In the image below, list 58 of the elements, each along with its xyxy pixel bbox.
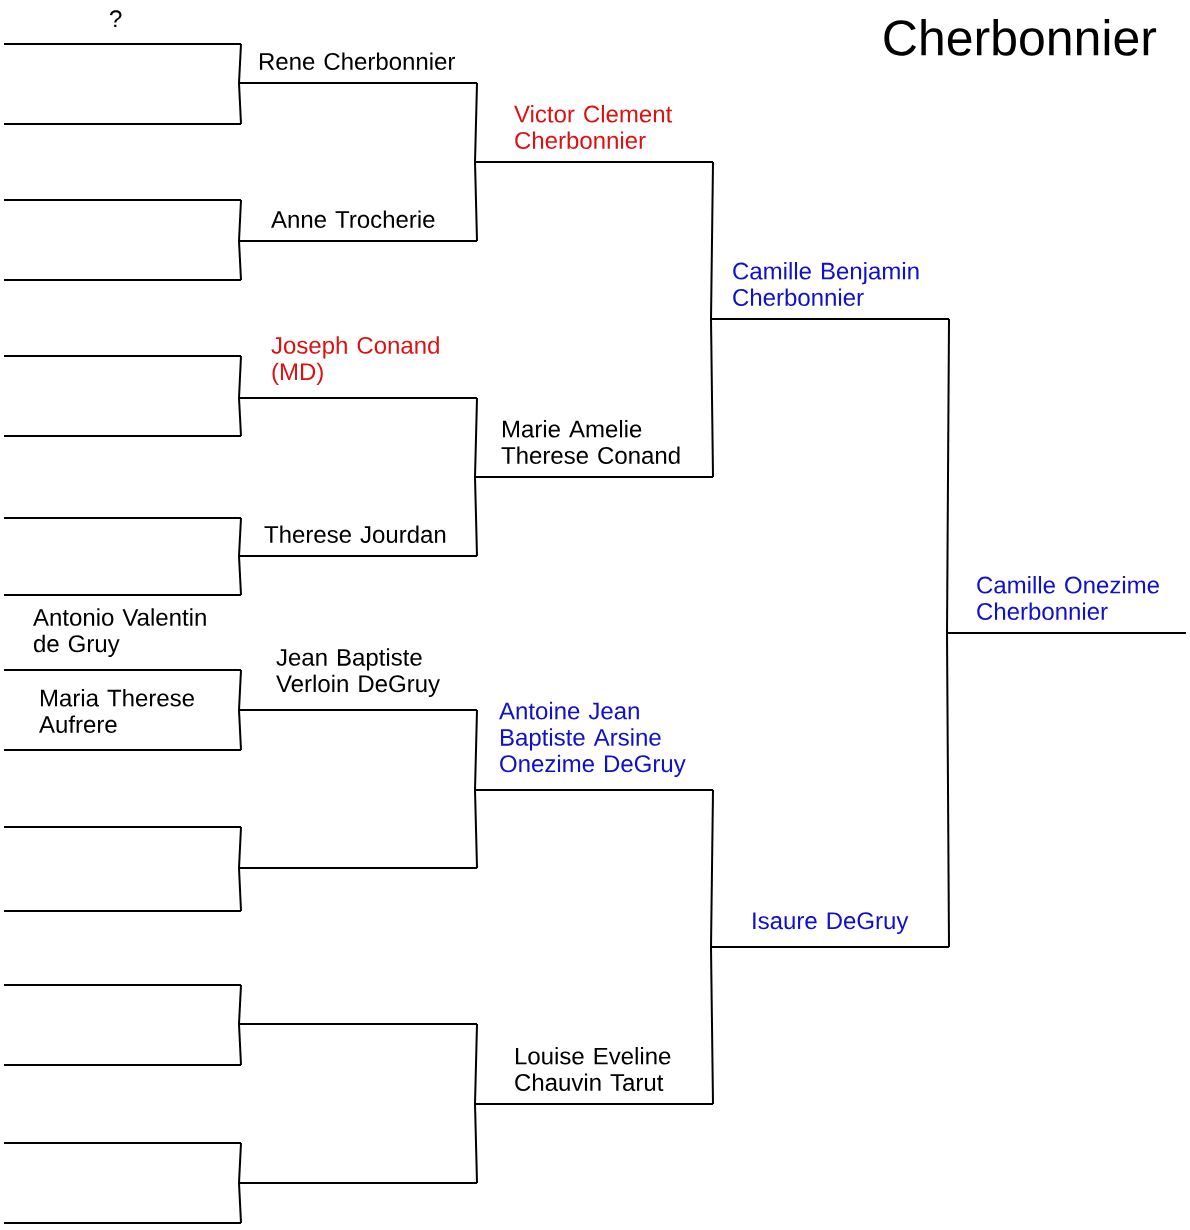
connector-line [474,1023,478,1105]
connector-line [474,82,478,163]
blank-line [3,1222,242,1224]
connector-line [238,517,242,557]
connector-line [710,946,714,1105]
name-line: Camille Onezime Cherbonnier [946,576,1187,634]
blank-line [3,199,242,201]
connector-line [238,984,242,1025]
name-line: Louise Eveline Chauvin Tarut [474,1047,714,1105]
connector-line [238,709,242,751]
blank-line [3,355,242,357]
connector-line [474,476,478,557]
connector-line [238,43,242,84]
connector-line [946,632,950,948]
connector-line [474,161,478,242]
connector-line [474,789,478,869]
name-line: Marie Amelie Therese Conand [474,420,714,478]
connector-line [710,161,714,320]
name-line: Therese Jourdan [238,525,478,557]
connector-line [238,1142,242,1184]
name-line: ? [3,10,242,45]
name-line: Camille Benjamin Cherbonnier [710,262,950,320]
blank-line [238,867,478,869]
connector-line [474,397,478,478]
connector-line [238,867,242,912]
blank-line [3,826,242,828]
title: Cherbonnier [884,19,1157,56]
name-line: Victor Clement Cherbonnier [474,105,714,163]
connector-line [238,1023,242,1066]
connector-line [238,397,242,437]
connector-line [946,318,950,634]
connector-line [474,1103,478,1184]
blank-line [3,1064,242,1066]
connector-line [238,826,242,869]
blank-line [3,1142,242,1144]
blank-line [3,517,242,519]
connector-line [238,240,242,281]
blank-line [3,984,242,986]
connector-line [238,82,242,125]
blank-line [238,1182,478,1184]
name-line: Isaure DeGruy [710,912,950,948]
connector-line [710,318,714,478]
connector-line [238,1182,242,1224]
connector-line [238,355,242,399]
name-line: Anne Trocherie [238,210,478,242]
connector-line [238,199,242,242]
connector-line [474,709,478,791]
blank-line [3,594,242,596]
blank-line [3,279,242,281]
name-line: Joseph Conand (MD) [238,336,478,399]
connector-line [238,669,242,711]
blank-line [3,435,242,437]
connector-line [238,555,242,596]
blank-line [3,123,242,125]
name-line: Rene Cherbonnier [238,52,478,84]
connector-line [710,789,714,948]
blank-line [238,1023,478,1025]
blank-line [3,910,242,912]
